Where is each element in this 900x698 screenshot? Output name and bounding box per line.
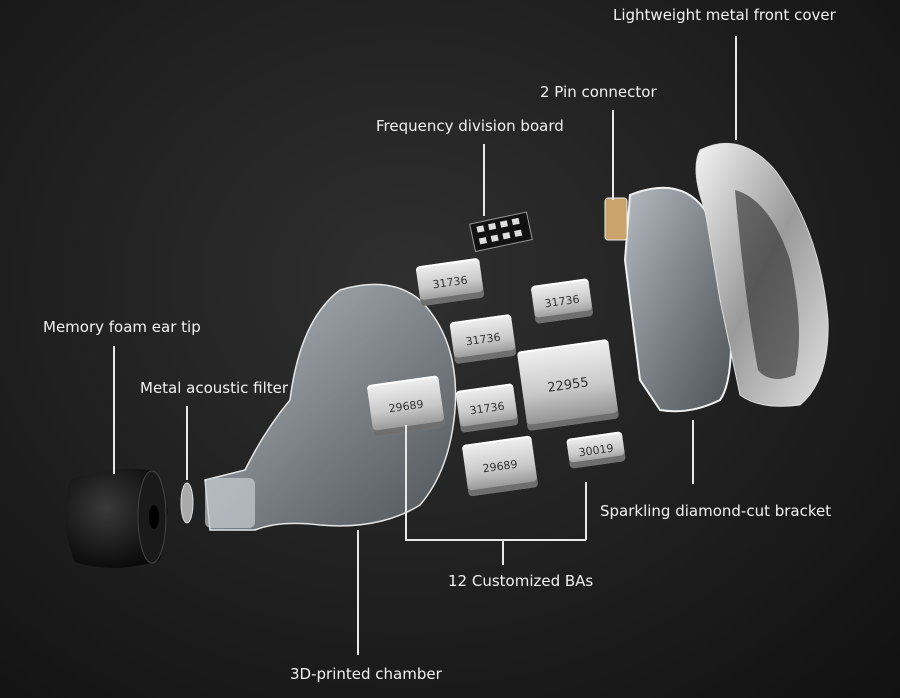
ba-unit: 31736 — [455, 383, 519, 433]
label-acoustic-filter: Metal acoustic filter — [140, 379, 289, 397]
ba-unit: 29689 — [461, 435, 539, 497]
label-frequency-board: Frequency division board — [376, 117, 564, 135]
ba-unit: 22955 — [516, 338, 620, 432]
label-bracket: Sparkling diamond-cut bracket — [600, 502, 832, 520]
label-pin-connector: 2 Pin connector — [540, 83, 657, 101]
label-bas: 12 Customized BAs — [448, 572, 594, 590]
leader-line — [692, 420, 694, 484]
label-front-cover: Lightweight metal front cover — [613, 6, 836, 24]
leader-line — [357, 530, 359, 655]
leader-line — [405, 539, 586, 541]
leader-line — [113, 346, 115, 474]
leader-line — [585, 482, 587, 540]
leader-line — [735, 36, 737, 140]
leader-line — [186, 406, 188, 480]
leader-line — [483, 144, 485, 216]
label-ear-tip: Memory foam ear tip — [43, 318, 201, 336]
pin-connector-graphic — [604, 197, 628, 241]
frequency-board-graphic — [469, 211, 533, 253]
leader-line — [502, 540, 504, 565]
leader-line — [612, 110, 614, 200]
acoustic-filter-graphic — [180, 482, 194, 524]
ba-unit: 31736 — [449, 313, 517, 365]
ear-tip-graphic — [65, 468, 168, 569]
label-chamber: 3D-printed chamber — [290, 665, 442, 683]
leader-line — [405, 425, 407, 540]
chamber-graphic — [204, 283, 457, 531]
ba-unit: 31736 — [530, 278, 594, 324]
bracket-graphic — [623, 186, 733, 413]
